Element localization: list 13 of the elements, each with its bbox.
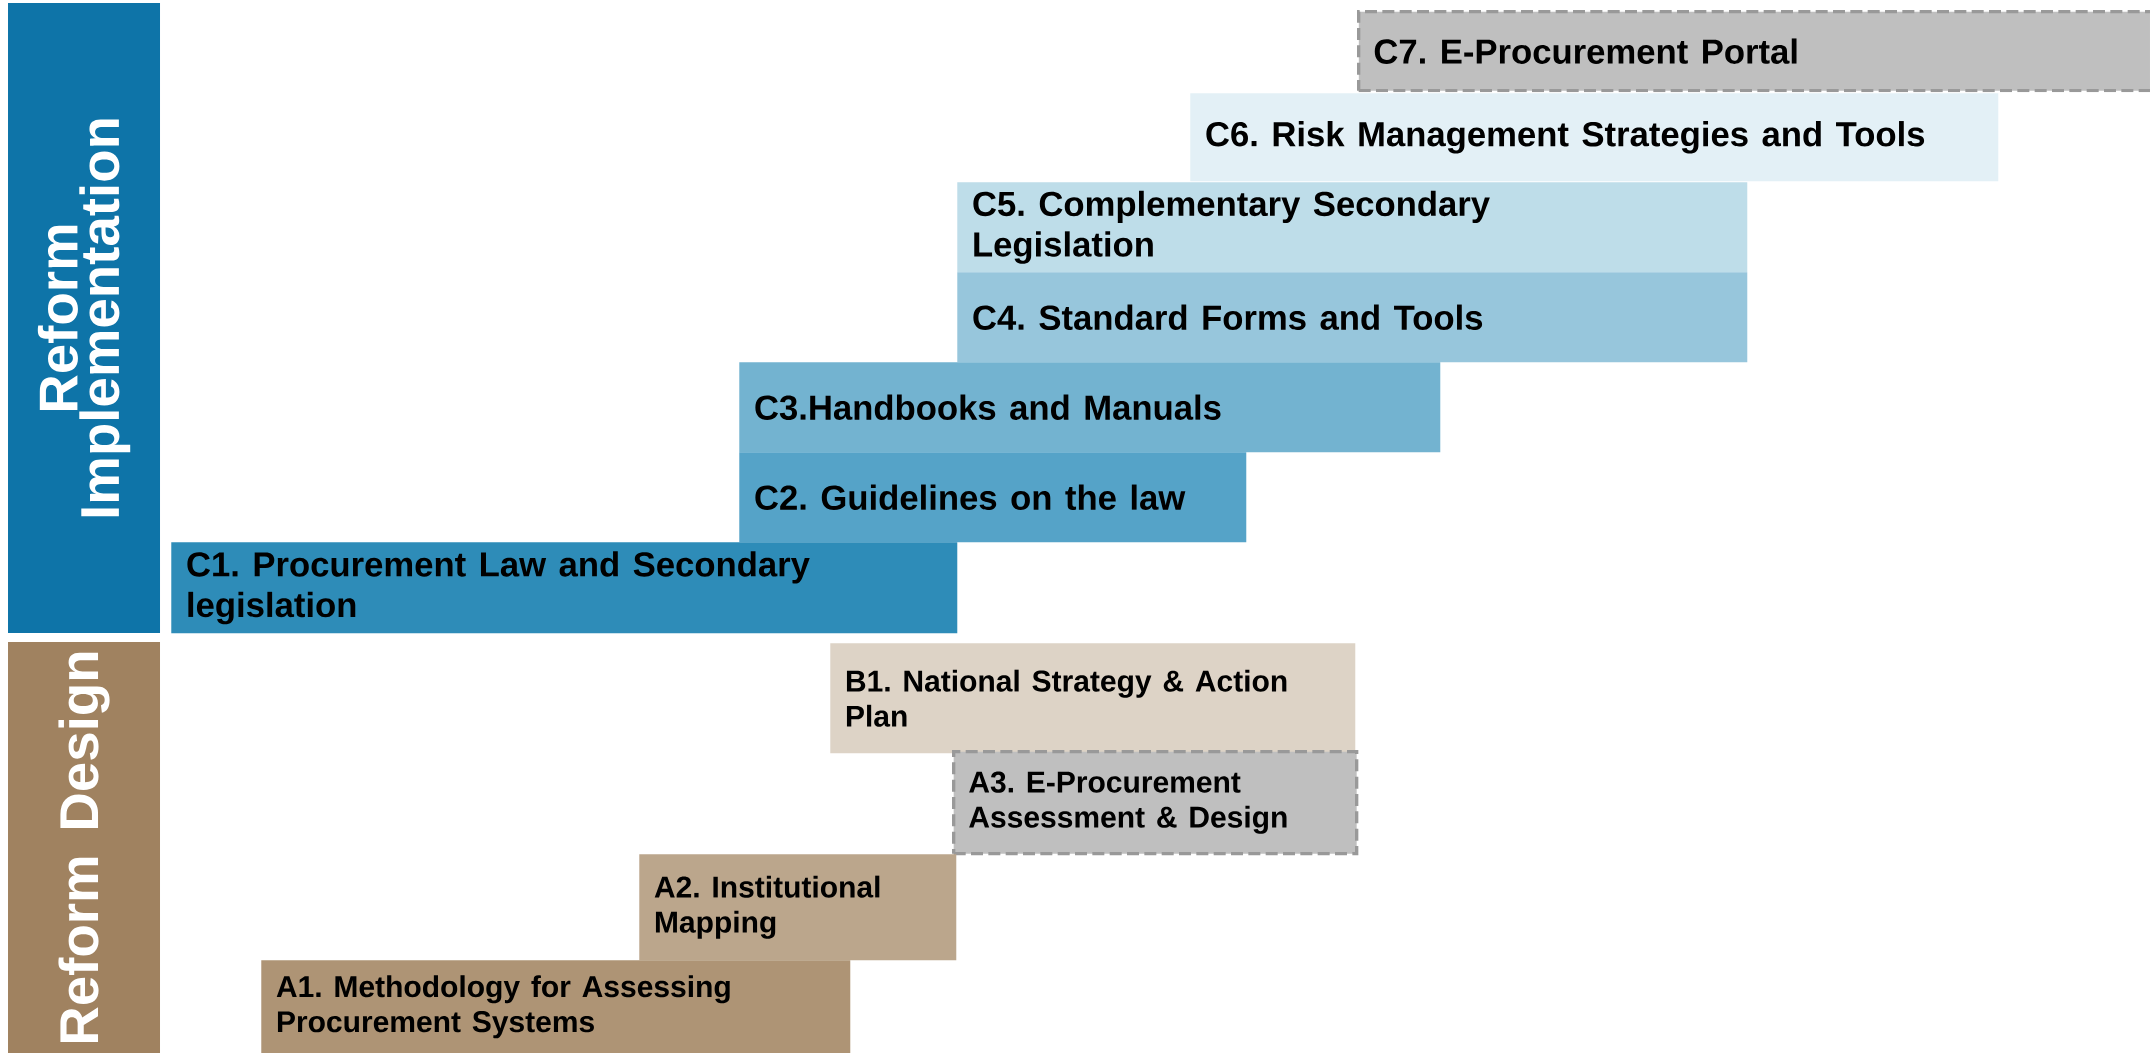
step-box: A2. Institutional Mapping (639, 854, 957, 961)
step-box: C3.Handbooks and Manuals (739, 362, 1441, 453)
section-band: Reform Implementation (8, 3, 160, 633)
step-box: C2. Guidelines on the law (739, 452, 1247, 543)
step-box: A3. E-Procurement Assessment & Design (952, 750, 1359, 856)
step-box: C4. Standard Forms and Tools (957, 272, 1748, 363)
step-box: B1. National Strategy & Action Plan (830, 643, 1356, 754)
step-box: C1. Procurement Law and Secondary legislation (171, 542, 958, 634)
section-band: Reform Design (8, 642, 160, 1053)
step-box: C5. Complementary Secondary Legislation (957, 182, 1748, 273)
step-box: A1. Methodology for Assessing Procurement Systems (261, 960, 851, 1053)
step-box: C6. Risk Management Strategies and Tools (1190, 93, 1999, 182)
step-box: C7. E-Procurement Portal (1357, 10, 2150, 93)
